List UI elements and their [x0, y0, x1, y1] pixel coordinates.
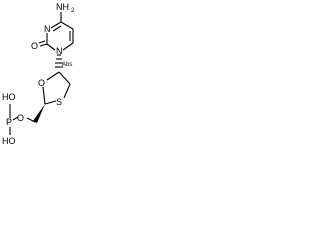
carbonyl-o-label: O — [31, 41, 38, 51]
p-hydroxyl-bottom-label: HO — [2, 136, 16, 146]
bond-n1-c2 — [46, 43, 56, 51]
bond-n3-c4-double — [52, 25, 62, 32]
bond-c2-o — [39, 43, 48, 47]
ring-n-bottom-label: N — [56, 46, 63, 56]
ring-n-top-label: N — [44, 24, 51, 34]
phosphorus-label: P — [6, 117, 12, 127]
amine-subscript: 2 — [71, 8, 75, 14]
bond-ch2-o — [26, 117, 36, 123]
bond-o-p — [12, 116, 19, 121]
ring-s-label: S — [56, 97, 62, 107]
molecule-diagram: NH 2 N N O Abs O S O P HO HO — [2, 2, 75, 146]
bond-c4-c5 — [60, 21, 74, 30]
pyrimidine-ring — [46, 21, 74, 51]
bond-n3-c4 — [50, 21, 62, 29]
ester-o-label: O — [17, 113, 24, 123]
p-hydroxyl-top-label: HO — [2, 92, 16, 102]
bond-c1-o — [46, 71, 60, 81]
stereo-abs-label: Abs — [62, 62, 72, 68]
bond-c6-n1 — [62, 42, 74, 51]
ring-o-label: O — [38, 78, 45, 88]
bond-c5-s — [63, 83, 71, 99]
bond-c2-o-double — [38, 40, 46, 44]
oxathiolane-ring — [42, 71, 71, 105]
bond-c2-o — [42, 86, 46, 105]
bond-c1-c5 — [58, 71, 71, 85]
amine-label: NH — [56, 2, 69, 12]
bond-s-c2 — [44, 100, 57, 105]
structure-canvas: NH 2 N N O Abs O S O P HO HO — [0, 0, 112, 164]
stereo-hash-bond — [55, 54, 63, 68]
stereo-wedge-bond — [33, 104, 45, 123]
